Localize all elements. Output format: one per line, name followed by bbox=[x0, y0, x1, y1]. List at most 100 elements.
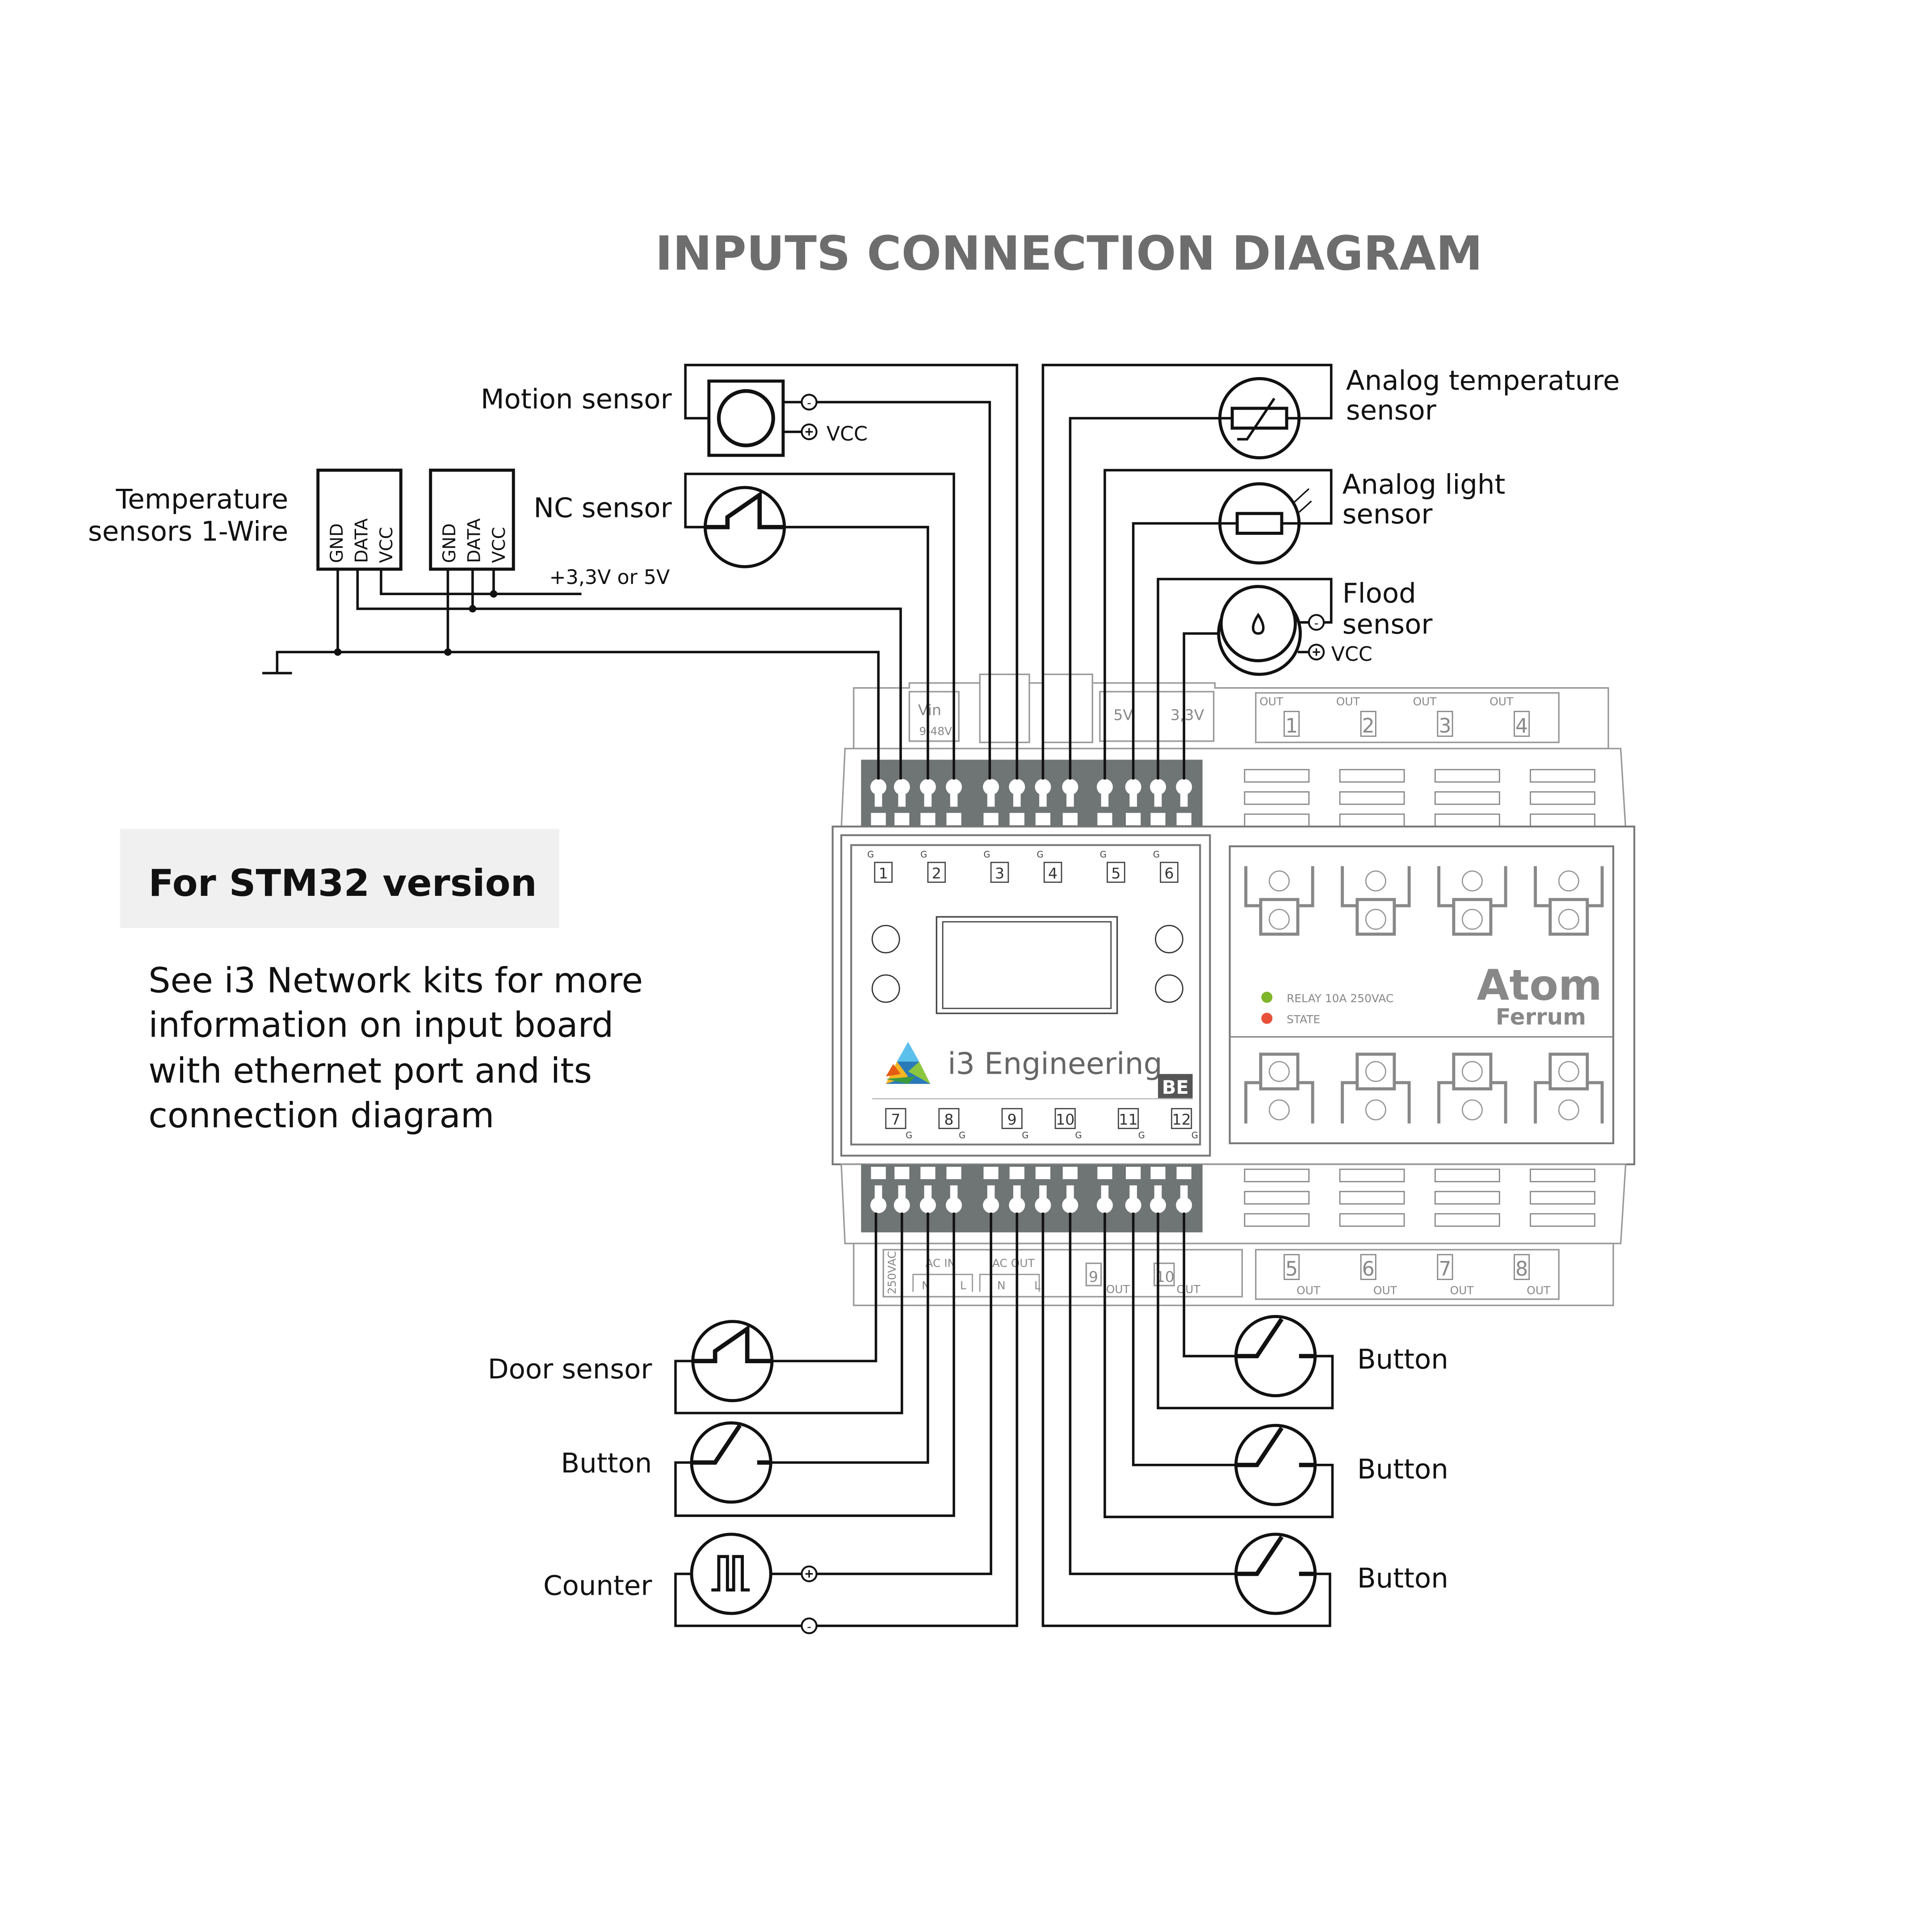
display-inner bbox=[942, 921, 1112, 1009]
input-terminal-box bbox=[1171, 1108, 1192, 1129]
temperature-label-line1: Temperature bbox=[115, 483, 288, 515]
vent-slot bbox=[1434, 813, 1500, 827]
vent-slot bbox=[1434, 1191, 1500, 1205]
input-number: 5 bbox=[1111, 865, 1120, 882]
relay-out-box bbox=[1437, 710, 1453, 737]
screw-slot bbox=[1101, 787, 1109, 807]
relay-screw bbox=[1268, 1099, 1290, 1121]
relay-out-label: OUT bbox=[1489, 695, 1514, 708]
screw-slot bbox=[898, 1185, 906, 1205]
relay-screw bbox=[1461, 909, 1483, 930]
input-number: 3 bbox=[995, 865, 1004, 882]
analog-light-sensor: Analog light sensor bbox=[1103, 469, 1506, 780]
supply-label: +3,3V or 5V bbox=[550, 566, 670, 589]
button-left-wire-a bbox=[771, 1212, 929, 1464]
bottom-terminal-block bbox=[861, 1164, 1203, 1233]
terminal-window bbox=[1009, 1167, 1024, 1180]
relay-bracket bbox=[1534, 1081, 1604, 1124]
vent-slot bbox=[1244, 1168, 1310, 1182]
relay-screw bbox=[1365, 909, 1386, 930]
flood-minus-wire bbox=[1157, 578, 1333, 780]
ground-mark: G bbox=[867, 849, 874, 860]
relay-bracket bbox=[1341, 1081, 1411, 1124]
relay-screw bbox=[1268, 909, 1290, 930]
analog-temp-wires bbox=[1041, 364, 1333, 780]
analog-temp-label-line2: sensor bbox=[1346, 395, 1437, 426]
relay-screw bbox=[1268, 1061, 1290, 1082]
thermistor-icon bbox=[1230, 407, 1288, 430]
pin-gnd: GND bbox=[327, 523, 347, 563]
minus-terminal-icon bbox=[1308, 614, 1325, 631]
screw-slot bbox=[1154, 1185, 1162, 1205]
vent-slot bbox=[1530, 769, 1595, 783]
state-led-icon bbox=[1261, 1012, 1273, 1024]
temp-sensor-1 bbox=[316, 468, 403, 571]
relay-out-number: 6 bbox=[1362, 1258, 1375, 1281]
vent-slot bbox=[1530, 1213, 1595, 1227]
flood-sensor-circle bbox=[1219, 585, 1297, 663]
relay-bracket bbox=[1534, 866, 1604, 907]
vent-slot bbox=[1339, 1168, 1405, 1182]
relay-bracket bbox=[1437, 1081, 1507, 1124]
relay-out-top-box bbox=[1255, 692, 1560, 743]
ground-mark: G bbox=[1100, 849, 1107, 860]
ground-mark: G bbox=[1192, 1130, 1198, 1141]
relay-out-label: OUT bbox=[1413, 695, 1437, 708]
bottom-vents bbox=[1244, 1168, 1595, 1227]
input-number: 6 bbox=[1164, 865, 1174, 882]
analog-temperature-sensor: Analog temperature sensor bbox=[1041, 364, 1620, 780]
screw-slot bbox=[1039, 787, 1047, 807]
ground-mark: G bbox=[984, 849, 990, 860]
top-screw-terminals bbox=[870, 779, 1192, 826]
button-left: Button bbox=[561, 1212, 955, 1517]
vent-slot bbox=[1339, 769, 1405, 783]
relay-out-number: 7 bbox=[1439, 1258, 1451, 1281]
note-heading-box bbox=[120, 829, 559, 928]
analog-light-label-line1: Analog light bbox=[1343, 469, 1506, 500]
relay-out-label: OUT bbox=[1527, 1284, 1551, 1297]
screw-slot bbox=[987, 787, 995, 807]
relay-out-number: 1 bbox=[1285, 714, 1298, 737]
vent-slot bbox=[1434, 791, 1500, 805]
relay-out-box bbox=[1360, 1254, 1376, 1280]
terminal-window bbox=[871, 1167, 886, 1180]
photoresistor-icon bbox=[1235, 512, 1284, 535]
vin-range-label: 9-48V bbox=[919, 725, 952, 738]
stm32-note: For STM32 version See i3 Network kits fo… bbox=[120, 829, 643, 1136]
button-right-1: Button bbox=[1157, 1212, 1448, 1410]
screw-slot bbox=[1066, 787, 1074, 807]
minus-sign: - bbox=[807, 395, 811, 410]
relay-out-box bbox=[1284, 710, 1300, 737]
ground-mark: G bbox=[906, 1130, 912, 1141]
note-heading: For STM32 version bbox=[148, 861, 537, 905]
relay-row-lower bbox=[1244, 1052, 1604, 1124]
screw-slot bbox=[950, 787, 958, 807]
input-number: 4 bbox=[1048, 865, 1057, 882]
terminal-window bbox=[1035, 813, 1051, 826]
terminal-window bbox=[1176, 1167, 1192, 1180]
relay-bracket bbox=[1341, 866, 1411, 907]
ac-out-label: AC OUT bbox=[992, 1257, 1035, 1270]
button-right-label-1: Button bbox=[1357, 1344, 1448, 1375]
water-drop-icon bbox=[1252, 613, 1265, 635]
nc-sensor: NC sensor bbox=[533, 472, 955, 780]
vcc-wire bbox=[380, 569, 582, 595]
note-line: See i3 Network kits for more bbox=[148, 961, 643, 1001]
vent-slot bbox=[1434, 769, 1500, 783]
screw-slot bbox=[1129, 1185, 1137, 1205]
model-name: Atom bbox=[1477, 962, 1603, 1010]
motion-sensor-icon bbox=[717, 389, 775, 448]
relay-screw bbox=[1365, 870, 1386, 892]
terminal-window bbox=[894, 1167, 910, 1180]
relay-screw bbox=[1558, 870, 1579, 892]
ac-out-l: L bbox=[1034, 1279, 1041, 1292]
mount-hole bbox=[1155, 974, 1183, 1003]
input-terminal-box bbox=[885, 1108, 906, 1129]
ac-in-l: L bbox=[960, 1279, 966, 1292]
flood-label-line1: Flood bbox=[1343, 578, 1416, 609]
badge-label: BE bbox=[1162, 1076, 1189, 1098]
v33-label: 3,3V bbox=[1171, 706, 1204, 724]
button-left-label: Button bbox=[561, 1447, 652, 1479]
ground-mark: G bbox=[920, 849, 927, 860]
terminal-window bbox=[1097, 1167, 1112, 1180]
